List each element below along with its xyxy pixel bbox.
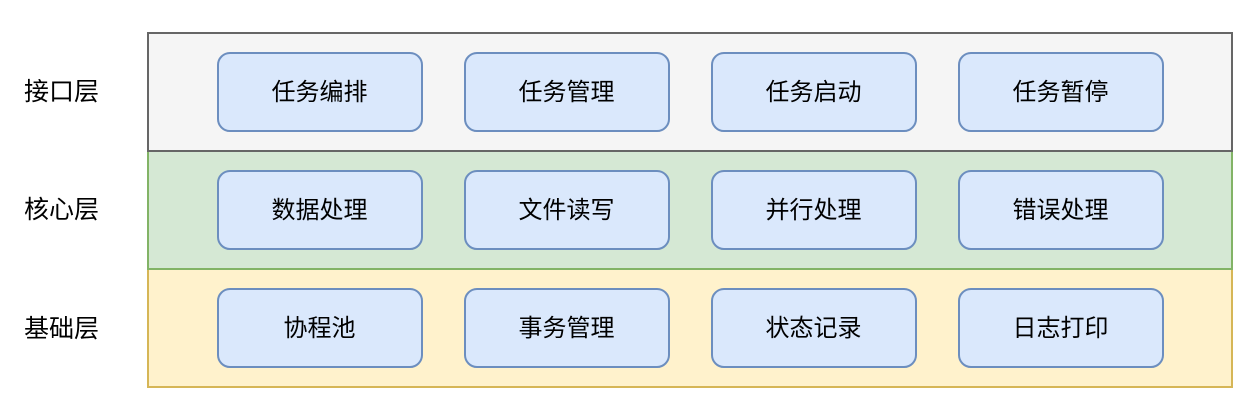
module-box-status-recording: 状态记录: [710, 288, 917, 368]
foundation-layer-band: 协程池 事务管理 状态记录 日志打印: [147, 268, 1233, 388]
module-box-coroutine-pool: 协程池: [216, 288, 423, 368]
module-box-parallel-processing: 并行处理: [710, 170, 917, 250]
layer-label-core: 核心层: [24, 195, 100, 224]
module-box-task-pause: 任务暂停: [957, 52, 1164, 132]
layer-label-interface: 接口层: [24, 77, 100, 106]
module-box-task-start: 任务启动: [710, 52, 917, 132]
module-box-task-management: 任务管理: [463, 52, 670, 132]
layers-stack: 任务编排 任务管理 任务启动 任务暂停 数据处理 文件读写 并行处理 错误处理 …: [147, 32, 1233, 388]
core-layer-band: 数据处理 文件读写 并行处理 错误处理: [147, 150, 1233, 270]
module-box-error-handling: 错误处理: [957, 170, 1164, 250]
module-box-transaction-management: 事务管理: [463, 288, 670, 368]
layer-label-foundation: 基础层: [24, 314, 100, 343]
interface-layer-band: 任务编排 任务管理 任务启动 任务暂停: [147, 32, 1233, 152]
module-box-task-orchestration: 任务编排: [216, 52, 423, 132]
module-box-log-printing: 日志打印: [957, 288, 1164, 368]
module-box-file-read-write: 文件读写: [463, 170, 670, 250]
module-box-data-processing: 数据处理: [216, 170, 423, 250]
